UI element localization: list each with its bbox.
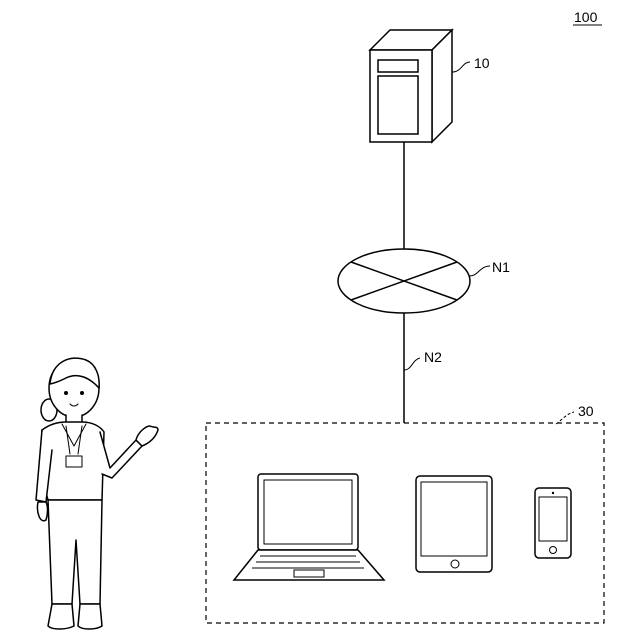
network-icon xyxy=(338,249,470,313)
network-ref-leader xyxy=(470,266,490,276)
network-ref-label: N1 xyxy=(492,259,510,275)
server-icon xyxy=(370,30,452,142)
figure-number: 100 xyxy=(574,9,598,25)
user-figure xyxy=(36,358,158,629)
server-ref-leader xyxy=(452,62,470,72)
link-ref-label: N2 xyxy=(424,349,442,365)
device-group-ref-leader xyxy=(556,412,574,424)
device-group-ref-label: 30 xyxy=(578,403,594,419)
server-ref-label: 10 xyxy=(474,55,490,71)
smartphone-icon xyxy=(535,488,571,558)
laptop-icon xyxy=(234,474,384,580)
tablet-icon xyxy=(416,476,492,572)
link-ref-leader xyxy=(404,358,420,370)
